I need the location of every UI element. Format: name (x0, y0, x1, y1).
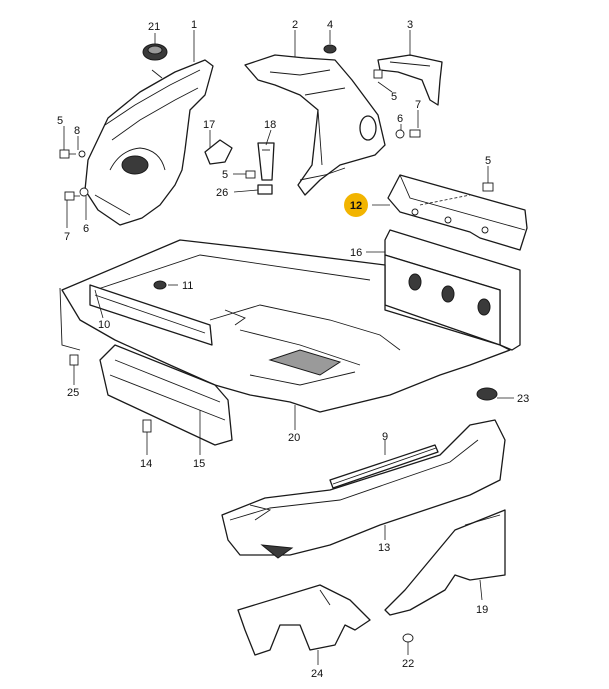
part-4-grommet (323, 44, 337, 54)
part-21-bracket (204, 139, 233, 165)
leader-lines (63, 30, 514, 665)
callout-6-left: 6 (83, 223, 89, 235)
part-13-side-panel (221, 419, 506, 559)
callout-8: 8 (74, 125, 80, 137)
part-10-side-rail (89, 284, 213, 346)
part-19-bracket-plate (384, 509, 506, 616)
callout-26: 26 (216, 187, 228, 199)
callout-12-highlighted: 12 (344, 193, 368, 217)
bolt-25 (69, 354, 79, 366)
part-11-nut (153, 280, 167, 290)
callout-13: 13 (378, 542, 390, 554)
callout-18: 16 (350, 247, 362, 259)
callout-1: 1 (191, 19, 197, 31)
part-24-grommet (142, 43, 168, 61)
part-16-lower-panel (237, 584, 371, 656)
callout-2: 2 (292, 19, 298, 31)
callout-9: 9 (382, 431, 388, 443)
fasteners-left (59, 149, 89, 201)
callout-7-left: 7 (64, 231, 70, 243)
part-12-cross-member (387, 174, 528, 251)
callout-17: 22 (402, 658, 414, 670)
callout-14: 15 (193, 458, 205, 470)
callout-5-left: 5 (57, 115, 63, 127)
callout-5-bracket: 5 (222, 169, 228, 181)
callout-4: 4 (327, 19, 333, 31)
callout-20: 20 (288, 432, 300, 444)
callout-7-right: 7 (415, 99, 421, 111)
callout-21: 17 (203, 119, 215, 131)
part-23-plug (476, 387, 498, 401)
part-3-bracket (377, 54, 443, 106)
callout-5-top: 5 (391, 91, 397, 103)
callout-labels: 21 1 2 4 3 5 7 6 5 8 7 6 5 17 18 5 26 16… (57, 19, 529, 680)
callout-6-right: 6 (397, 113, 403, 125)
fasteners-right (373, 69, 494, 192)
callout-22: 18 (264, 119, 276, 131)
part-26-clip (257, 184, 273, 195)
nut-17 (402, 633, 414, 643)
callout-16: 24 (311, 668, 323, 680)
bolt-15 (142, 419, 152, 433)
callout-5-right: 5 (485, 155, 491, 167)
callout-19: 19 (476, 604, 488, 616)
part-1-wheelhouse-panel (84, 59, 214, 226)
callout-15: 14 (140, 458, 152, 470)
callout-3: 3 (407, 19, 413, 31)
callout-11: 11 (182, 280, 193, 292)
callout-23: 23 (517, 393, 529, 405)
callout-10: 10 (98, 319, 110, 331)
callout-25: 25 (67, 387, 79, 399)
part-9-trim-strip (329, 444, 439, 489)
part-14-sill-panel (99, 344, 233, 446)
callout-24: 21 (148, 21, 160, 33)
screw-5-bracket (245, 170, 256, 179)
highlight-marker (344, 193, 368, 217)
callout-12: 12 (350, 200, 362, 212)
part-22-bracket (257, 142, 275, 181)
part-20-floor-pan (59, 239, 511, 413)
part-2-bulkhead-panel (244, 54, 386, 196)
